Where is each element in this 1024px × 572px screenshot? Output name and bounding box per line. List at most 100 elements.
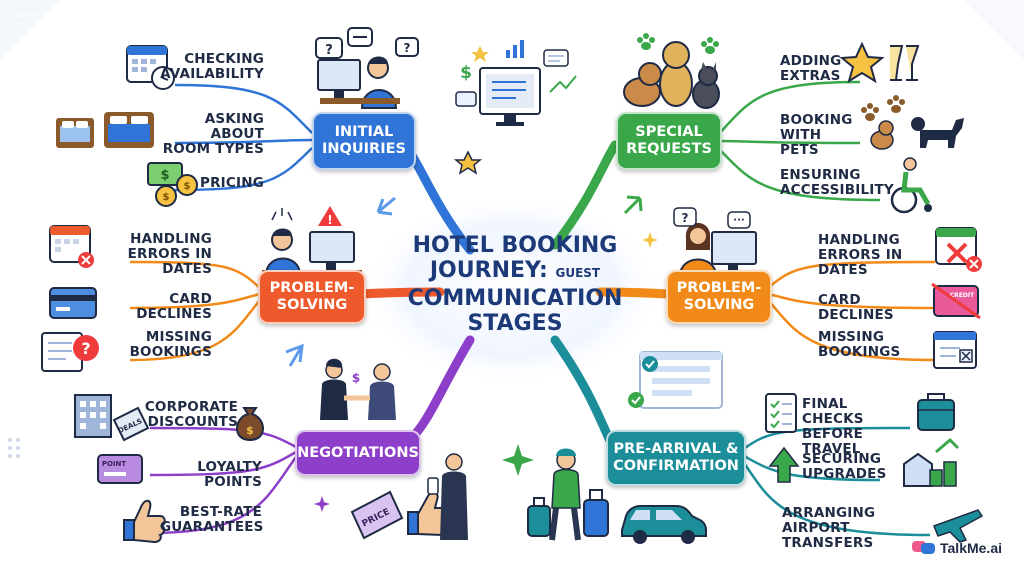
svg-text:?: ? xyxy=(682,211,689,225)
stressed-person-computer-icon: ! xyxy=(262,206,362,276)
bed-icon xyxy=(56,118,94,148)
sparkle-purple-icon xyxy=(314,496,330,512)
calendar-clock-icon xyxy=(126,45,175,90)
suitcase-icon xyxy=(917,393,955,431)
svg-text:!: ! xyxy=(327,213,332,227)
center-glow xyxy=(362,195,662,385)
title-line-2b: GUEST xyxy=(555,266,601,280)
booking-window-icon xyxy=(933,331,977,369)
calendar-error-icon xyxy=(49,225,94,268)
svg-text:···: ··· xyxy=(733,215,744,226)
leaf-pricing: PRICING xyxy=(199,175,264,191)
node-label-line: SOLVING xyxy=(683,297,755,313)
deals-tag-icon: DEALS xyxy=(112,406,150,442)
sub-branches-left xyxy=(129,83,313,535)
dogs-and-cat-icon xyxy=(623,33,720,109)
node-label-line: SOLVING xyxy=(276,297,348,313)
missing-booking-icon: ? xyxy=(41,332,99,372)
svg-text:$: $ xyxy=(184,181,191,192)
handshake-business-icon: $ xyxy=(320,358,396,420)
node-label-line: CONFIRMATION xyxy=(613,458,739,474)
dashboard-monitor-icon: $ xyxy=(455,40,577,126)
title-line-4: STAGES xyxy=(467,311,563,336)
brand-name: TalkMe.ai xyxy=(940,540,1002,556)
svg-text:?: ? xyxy=(81,339,90,358)
airplane-icon xyxy=(933,509,984,543)
chat-bubbles-icon xyxy=(912,541,935,554)
support-agent-computer-icon: ? ··· xyxy=(673,207,766,277)
businessman-phone-icon xyxy=(427,453,468,540)
upgrade-arrow-icon xyxy=(768,446,800,483)
arrow-up-right-icon xyxy=(623,195,643,215)
leaf-loyalty-points: LOYALTY POINTS xyxy=(197,459,262,490)
office-building-icon xyxy=(74,394,112,438)
arrow-icon xyxy=(285,343,304,367)
node-label-line: INQUIRIES xyxy=(322,141,406,157)
thumbs-up-icon xyxy=(123,499,166,544)
declined-card-icon: CREDIT xyxy=(931,282,981,320)
price-tag-icon: PRICE xyxy=(350,490,404,540)
title-line-2a: JOURNEY: xyxy=(429,258,548,283)
leaf-card-declines-right: CARD DECLINES xyxy=(818,292,894,323)
svg-text:?: ? xyxy=(404,41,411,55)
title-line-3: COMMUNICATION xyxy=(407,286,623,311)
loyalty-card-icon: POINT xyxy=(97,454,143,484)
sparkle-icon xyxy=(642,232,658,248)
center-title: HOTEL BOOKING JOURNEY: GUEST COMMUNICATI… xyxy=(395,233,635,336)
credit-card-text: CREDIT xyxy=(950,292,975,299)
node-label-line: INITIAL xyxy=(334,124,394,140)
point-card-text: POINT xyxy=(102,460,127,468)
dot-pattern xyxy=(8,438,20,458)
svg-text:?: ? xyxy=(325,43,333,58)
corner-decoration-top-right xyxy=(964,0,1024,60)
node-problem-solving-left: PROBLEM-SOLVING xyxy=(258,270,366,324)
node-label-line: REQUESTS xyxy=(626,141,712,157)
money-bag-icon: $ xyxy=(236,407,264,442)
star-icon xyxy=(453,150,483,175)
node-label-line: PRE-ARRIVAL & xyxy=(613,441,739,457)
svg-text:$: $ xyxy=(246,424,254,437)
svg-text:$: $ xyxy=(352,371,360,385)
arrow-up-left-icon xyxy=(376,196,396,216)
node-negotiations: NEGOTIATIONS xyxy=(295,430,421,476)
person-at-computer-icon xyxy=(317,56,400,109)
calendar-error-right-icon xyxy=(935,227,982,272)
car-icon xyxy=(621,505,707,544)
black-dog-icon xyxy=(911,117,964,148)
node-label-line: PROBLEM- xyxy=(269,280,355,296)
title-line-2: JOURNEY: GUEST xyxy=(395,258,635,286)
title-line-1: HOTEL BOOKING xyxy=(412,233,618,258)
confirmation-form-icon xyxy=(628,351,723,409)
wheelchair-icon xyxy=(890,157,932,214)
node-label-line: NEGOTIATIONS xyxy=(297,444,419,461)
node-label-line: PROBLEM- xyxy=(676,280,762,296)
svg-text:$: $ xyxy=(160,168,169,183)
traveler-luggage-icon xyxy=(527,448,609,541)
leaf-card-declines-left: CARD DECLINES xyxy=(136,291,212,322)
node-label-line: SPECIAL xyxy=(635,124,703,140)
node-pre-arrival-confirmation: PRE-ARRIVAL &CONFIRMATION xyxy=(606,430,746,486)
corner-decoration-top-left xyxy=(0,0,60,60)
checklist-icon xyxy=(765,393,797,433)
svg-text:$: $ xyxy=(460,63,472,83)
svg-text:$: $ xyxy=(163,192,170,203)
credit-card-icon xyxy=(49,287,97,319)
double-bed-icon xyxy=(104,112,154,148)
